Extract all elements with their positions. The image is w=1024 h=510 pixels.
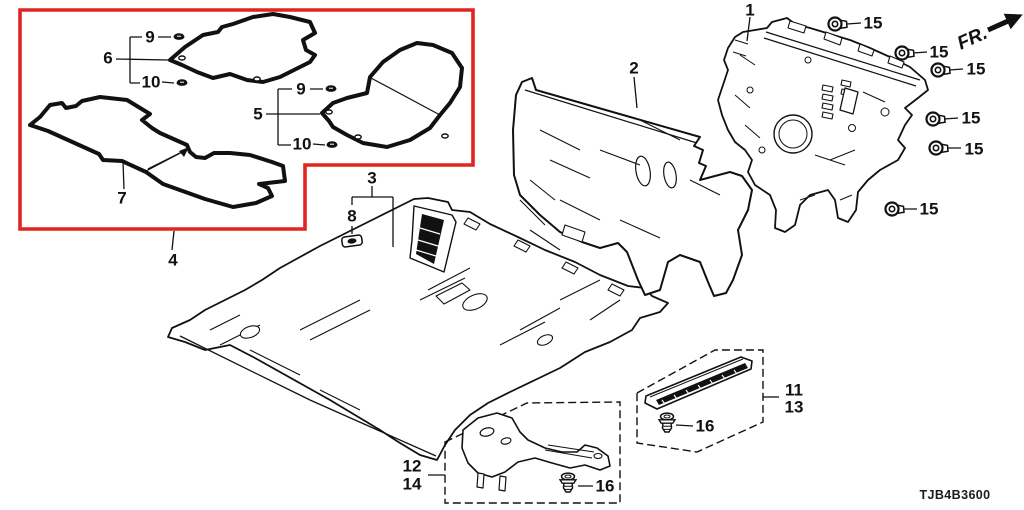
- callout-10a: 10: [141, 72, 161, 92]
- callout-15e: 15: [964, 139, 984, 159]
- push-clip-icon: [658, 412, 676, 433]
- fr-direction-arrow: FR.: [954, 13, 1023, 55]
- callout-1: 1: [745, 0, 755, 20]
- callout-15d: 15: [961, 108, 981, 128]
- callout-2: 2: [629, 58, 639, 78]
- bulkhead-panel: [717, 17, 929, 233]
- flange-bolt-icon: [884, 201, 906, 217]
- callout-9b: 9: [296, 79, 306, 99]
- front-mat-passenger: [320, 41, 464, 149]
- callout-4: 4: [168, 250, 178, 270]
- flange-bolt-icon: [894, 45, 916, 61]
- mat-clip-icon: [176, 78, 188, 87]
- sill-garnish-box: [636, 349, 764, 453]
- floor-bracket: [461, 412, 611, 492]
- fr-label: FR.: [954, 23, 991, 55]
- leader-arrowhead: [179, 147, 189, 157]
- flange-bolt-icon: [928, 140, 950, 156]
- flange-bolt-icon: [827, 16, 849, 32]
- callout-12: 12: [402, 456, 422, 476]
- callout-15a: 15: [863, 13, 883, 33]
- mat-clip-icon: [326, 140, 338, 149]
- flange-bolt-icon: [930, 62, 952, 78]
- carpet-clip: [341, 234, 363, 248]
- push-clip-icon: [559, 472, 577, 493]
- flange-bolt-icon: [925, 111, 947, 127]
- callout-5: 5: [253, 104, 263, 124]
- callout-15b: 15: [929, 42, 949, 62]
- callout-8: 8: [347, 206, 357, 226]
- callout-14: 14: [402, 474, 422, 494]
- mat-clip-icon: [325, 84, 337, 93]
- callout-11: 11: [785, 380, 803, 400]
- callout-7: 7: [117, 188, 127, 208]
- diagram-code: TJB4B3600: [919, 488, 991, 502]
- rear-mat: [28, 95, 287, 209]
- callout-15c: 15: [966, 59, 986, 79]
- callout-16a: 16: [695, 416, 715, 436]
- callout-3: 3: [367, 168, 377, 188]
- callout-10b: 10: [292, 134, 312, 154]
- dash-insulator: [512, 77, 753, 297]
- sill-garnish: [644, 356, 753, 410]
- leader-lines: [115, 16, 964, 487]
- front-mat-driver: [168, 12, 317, 84]
- callout-13: 13: [784, 397, 804, 417]
- callout-15f: 15: [919, 199, 939, 219]
- mat-clip-icon: [173, 32, 185, 41]
- callout-9a: 9: [145, 27, 155, 47]
- highlight-box: [18, 8, 475, 231]
- floor-bracket-box: [444, 401, 621, 504]
- callout-16b: 16: [595, 476, 615, 496]
- callout-6: 6: [103, 48, 113, 68]
- floor-carpet: [167, 197, 669, 461]
